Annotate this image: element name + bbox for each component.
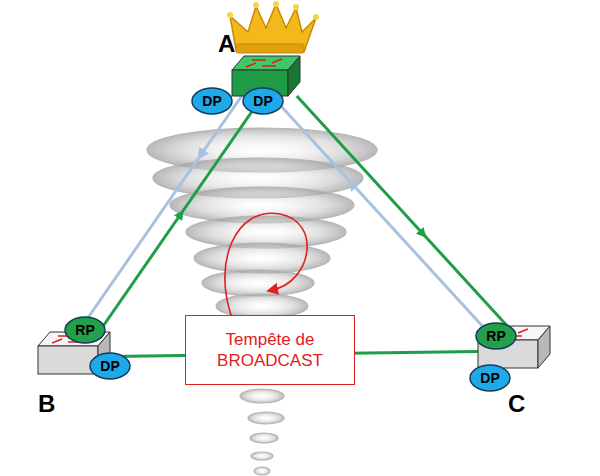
crown-symbol: [227, 1, 319, 53]
callout-text: Tempête de BROADCAST: [202, 329, 338, 371]
port-role: DP: [242, 87, 284, 115]
network-link: [297, 96, 507, 326]
switch-name: C: [508, 390, 525, 418]
spiral-arrow: [225, 213, 307, 318]
port-label: DP: [480, 370, 499, 386]
port-role: DP: [191, 87, 233, 115]
callout-box: Tempête de BROADCAST: [185, 315, 355, 385]
port-label: RP: [486, 328, 505, 344]
port-role: DP: [469, 364, 511, 392]
port-label: DP: [253, 93, 272, 109]
network-link: [272, 96, 482, 326]
port-role: RP: [64, 316, 106, 344]
port-role: RP: [475, 322, 517, 350]
network-link: [78, 96, 242, 332]
network-link: [99, 96, 263, 332]
port-role: DP: [89, 352, 131, 380]
switch-name: A: [218, 30, 235, 58]
port-label: DP: [100, 358, 119, 374]
port-label: RP: [75, 322, 94, 338]
port-label: DP: [202, 93, 221, 109]
switch-name: B: [38, 390, 55, 418]
